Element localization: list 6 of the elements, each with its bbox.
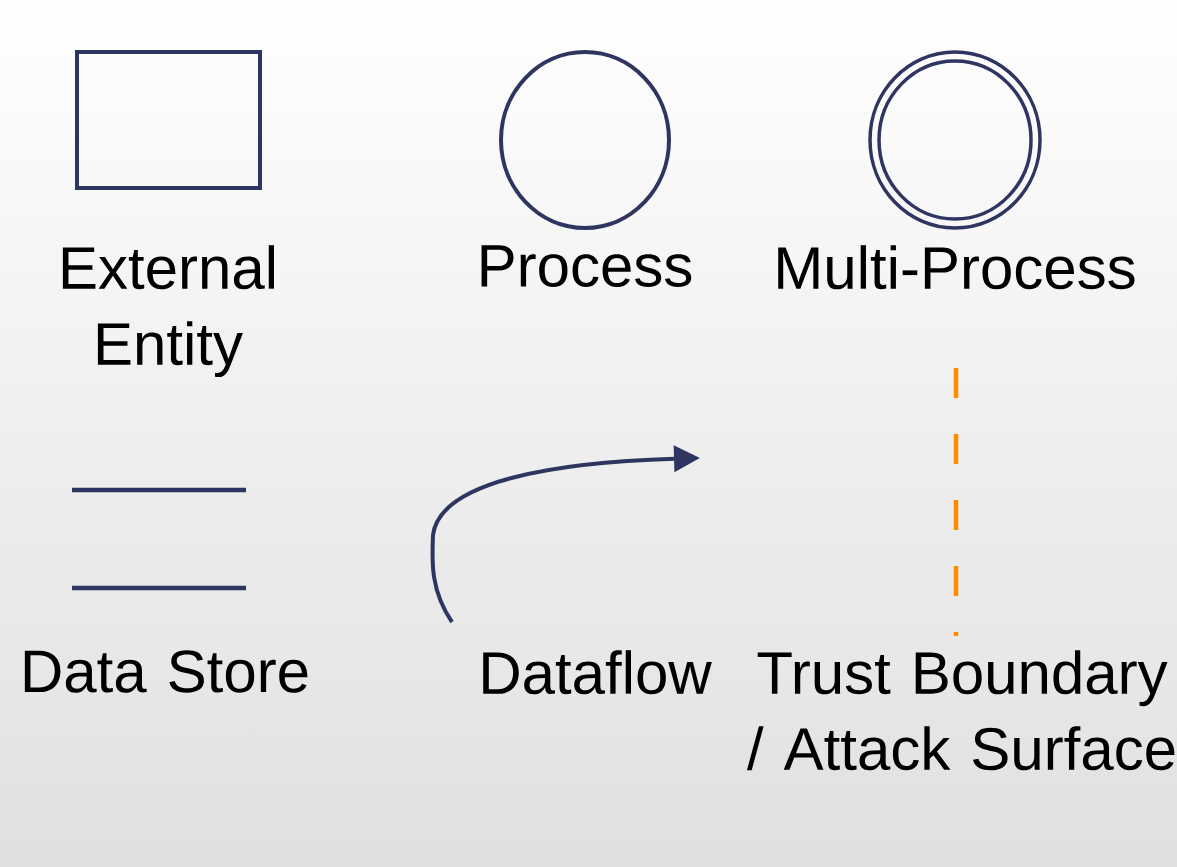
- symbol-label: Data Store: [24, 650, 308, 693]
- symbol-label: Trust Boundary / Attack Surface: [746, 650, 1175, 771]
- symbol-label: External Entity: [62, 245, 274, 378]
- symbol-label: Dataflow: [483, 650, 712, 695]
- symbol-label: Process: [481, 245, 692, 288]
- symbol-label: Multi-Process: [778, 245, 1135, 290]
